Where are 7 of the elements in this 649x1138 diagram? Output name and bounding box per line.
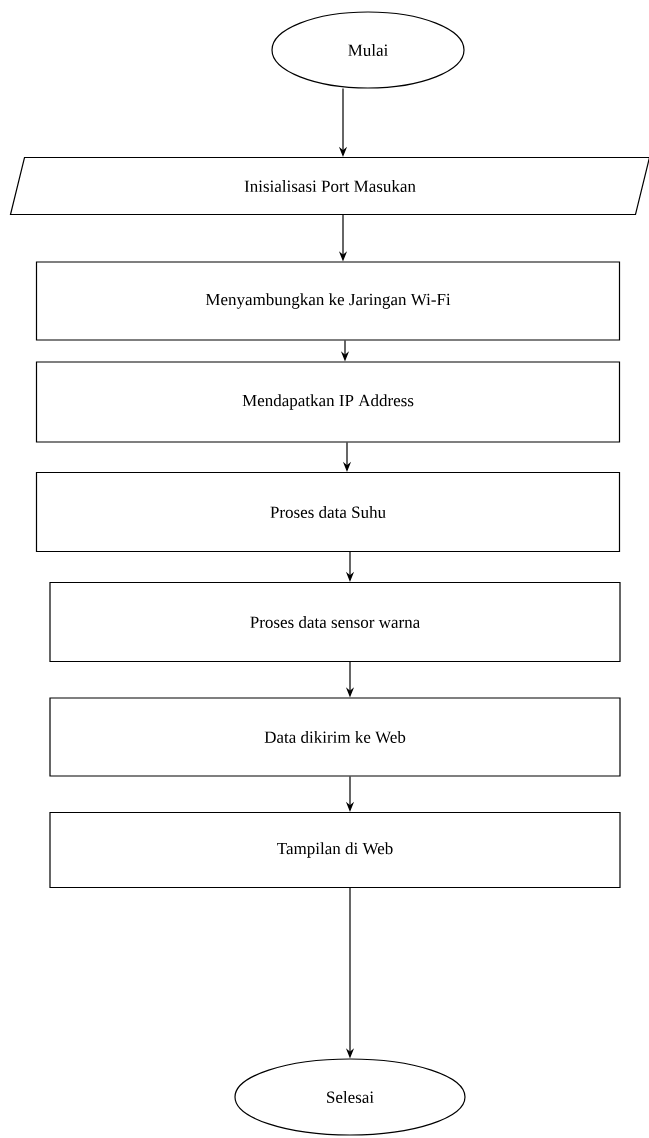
process-box: Menyambungkan ke Jaringan Wi-Fi xyxy=(35,261,621,341)
process-box: Tampilan di Web xyxy=(49,811,621,889)
process-box: Data dikirim ke Web xyxy=(49,697,621,777)
process-box: Proses data sensor warna xyxy=(49,581,621,663)
process-box: Proses data Suhu xyxy=(35,471,621,553)
input-parallelogram: Inisialisasi Port Masukan xyxy=(9,156,649,216)
process-box: Mendapatkan IP Address xyxy=(35,361,621,443)
